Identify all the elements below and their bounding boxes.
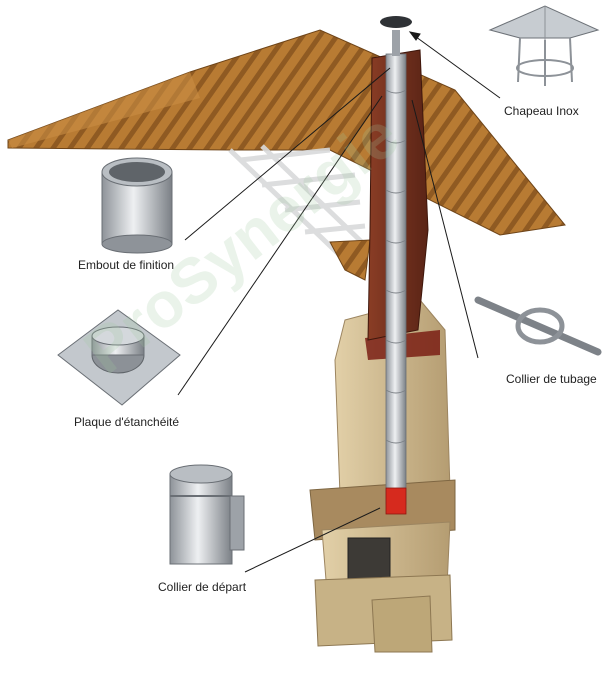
chapeau-inox-image: [488, 5, 600, 86]
leader-lines: [177, 31, 501, 573]
fireplace-masonry: [309, 299, 456, 653]
embout-finition-image: [101, 157, 173, 254]
collier-depart-image: [169, 464, 245, 565]
label-chapeau-inox: Chapeau Inox: [504, 104, 579, 118]
label-collier-tubage: Collier de tubage: [506, 372, 597, 386]
steel-flue-liner: [380, 16, 412, 515]
label-collier-depart: Collier de départ: [158, 580, 247, 594]
label-plaque-etancheite: Plaque d'étanchéité: [74, 415, 180, 429]
plaque-etancheite-image: [57, 309, 181, 406]
collier-tubage-image: [474, 296, 602, 356]
label-embout-finition: Embout de finition: [78, 258, 175, 272]
